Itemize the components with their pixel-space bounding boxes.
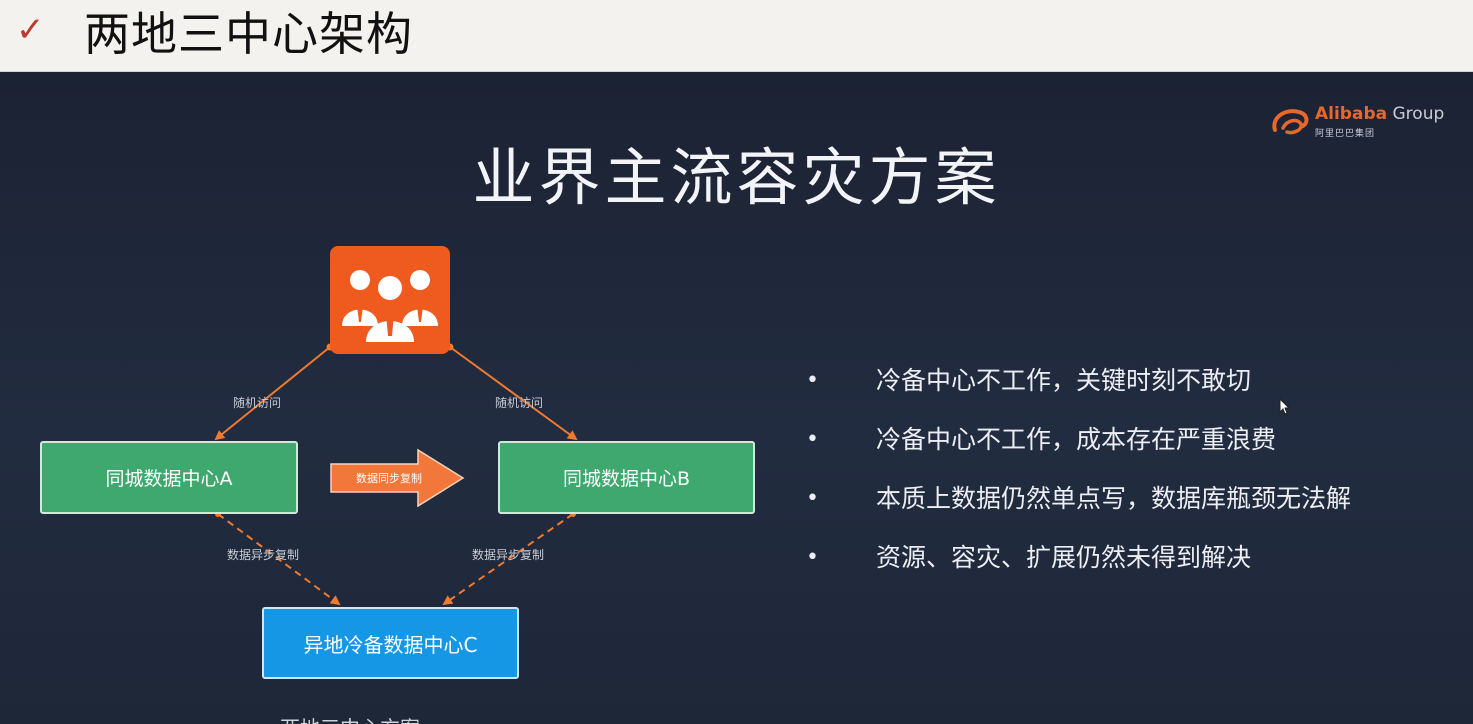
random-access-left-label: 随机访问 <box>233 396 282 410</box>
datacenter-c-label: 异地冷备数据中心C <box>303 632 478 657</box>
bullet-text: 冷备中心不工作，关键时刻不敢切 <box>876 366 1252 395</box>
bullet-item: •冷备中心不工作，关键时刻不敢切 <box>806 366 1252 395</box>
sync-replication-label: 数据同步复制 <box>356 472 422 485</box>
random-access-left-arrow <box>214 346 331 441</box>
slide: Alibaba Group 阿里巴巴集团 业界主流容灾方案 <box>0 72 1473 724</box>
datacenter-b-node: 同城数据中心B <box>498 441 755 514</box>
bullet-text: 冷备中心不工作，成本存在严重浪费 <box>876 425 1277 454</box>
datacenter-c-node: 异地冷备数据中心C <box>262 607 519 679</box>
datacenter-a-label: 同城数据中心A <box>105 468 233 490</box>
bullet-text: 资源、容灾、扩展仍然未得到解决 <box>876 543 1252 572</box>
alibaba-logo-icon <box>1272 109 1309 135</box>
sync-replication-arrow <box>330 448 465 508</box>
async-replication-left-arrow <box>217 513 341 606</box>
logo-subtitle: 阿里巴巴集团 <box>1315 129 1376 139</box>
datacenter-b-label: 同城数据中心B <box>562 468 691 490</box>
bullet-list: •冷备中心不工作，关键时刻不敢切 •冷备中心不工作，成本存在严重浪费 •本质上数… <box>800 364 1440 600</box>
bullet-item: •冷备中心不工作，成本存在严重浪费 <box>806 425 1277 454</box>
bullet-item: •本质上数据仍然单点写，数据库瓶颈无法解 <box>806 484 1352 513</box>
logo-brand-text: Alibaba <box>1315 104 1388 124</box>
checkmark-icon: ✓ <box>16 10 45 50</box>
random-access-right-arrow <box>449 346 578 441</box>
async-replication-right-arrow <box>442 513 574 606</box>
users-group-icon <box>330 246 450 354</box>
mouse-cursor-icon <box>1279 398 1291 415</box>
header-bar: ✓ 两地三中心架构 <box>0 0 1473 72</box>
async-replication-left-label: 数据异步复制 <box>227 548 300 562</box>
async-replication-right-label: 数据异步复制 <box>472 548 545 562</box>
bottom-caption: 两地三中心方案 <box>280 712 420 724</box>
slide-title: 业界主流容灾方案 <box>472 141 1001 214</box>
random-access-right-label: 随机访问 <box>495 396 544 410</box>
bullet-item: •资源、容灾、扩展仍然未得到解决 <box>806 543 1252 572</box>
logo-group-text: Group <box>1387 104 1445 124</box>
datacenter-a-node: 同城数据中心A <box>40 441 298 514</box>
bullet-text: 本质上数据仍然单点写，数据库瓶颈无法解 <box>876 484 1352 513</box>
page-title: 两地三中心架构 <box>84 7 413 61</box>
alibaba-logo: Alibaba Group 阿里巴巴集团 <box>1269 102 1459 142</box>
